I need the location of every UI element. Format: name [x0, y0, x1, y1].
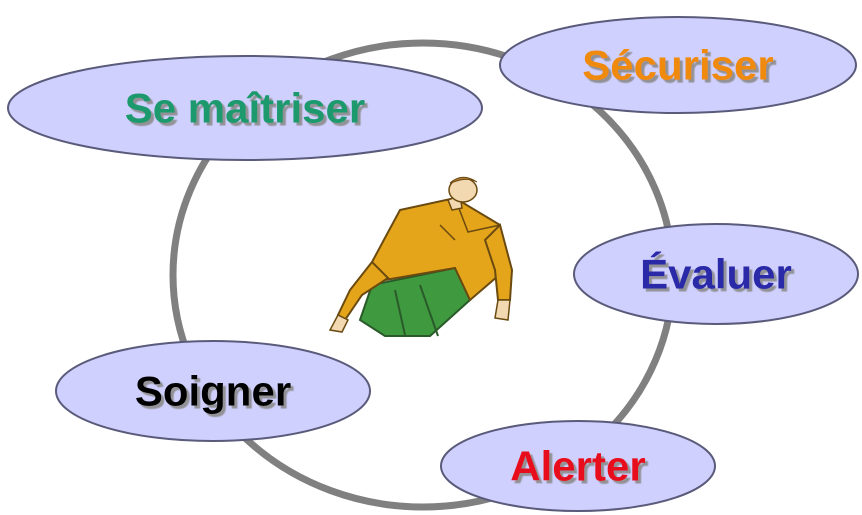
step-securiser: Sécuriser	[499, 16, 857, 114]
step-evaluer: Évaluer	[573, 223, 859, 325]
lying-victim-illustration	[328, 176, 514, 337]
step-soigner: Soigner	[55, 340, 371, 442]
step-label-securiser: Sécuriser	[582, 42, 773, 89]
step-se-maitriser: Se maîtriser	[7, 55, 483, 161]
step-label-soigner: Soigner	[135, 368, 291, 415]
step-alerter: Alerter	[440, 420, 716, 512]
step-label-se-maitriser: Se maîtriser	[125, 85, 365, 132]
step-label-evaluer: Évaluer	[640, 251, 792, 298]
step-label-alerter: Alerter	[510, 443, 645, 490]
